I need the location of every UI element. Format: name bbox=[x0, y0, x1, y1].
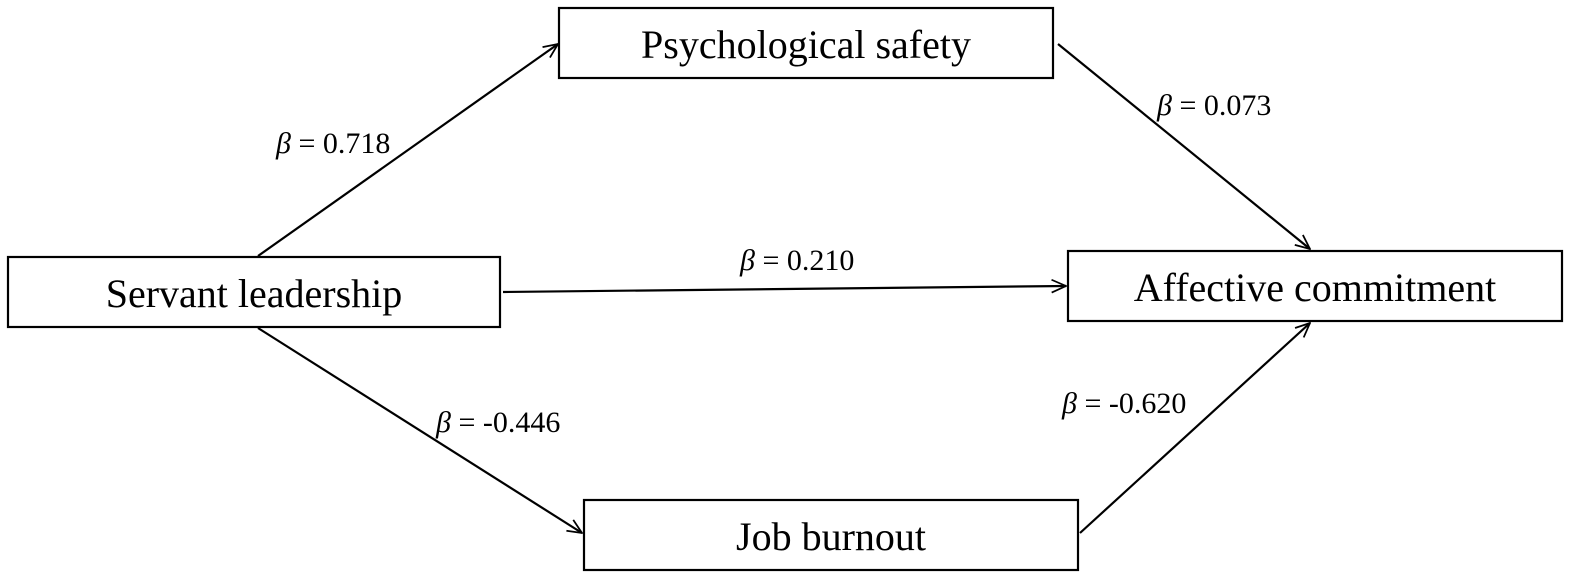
node-label: Job burnout bbox=[736, 514, 926, 559]
coef-servant-to-burnout: β = -0.446 bbox=[435, 406, 560, 439]
node-servant-leadership: Servant leadership bbox=[6, 255, 502, 329]
node-label: Servant leadership bbox=[106, 271, 403, 316]
edge-burnout-to-affective bbox=[1079, 323, 1310, 534]
coef-servant-to-affective: β = 0.210 bbox=[739, 244, 854, 277]
edge-servant-to-affective bbox=[502, 286, 1066, 292]
coef-psychological-to-affective: β = 0.073 bbox=[1156, 89, 1271, 122]
coef-servant-to-psychological: β = 0.718 bbox=[275, 127, 390, 160]
edge-servant-to-burnout bbox=[257, 327, 582, 533]
node-job-burnout: Job burnout bbox=[582, 498, 1080, 572]
edge-servant-to-psychological bbox=[257, 44, 558, 257]
node-label: Affective commitment bbox=[1134, 265, 1496, 310]
edge-psychological-to-affective bbox=[1057, 43, 1310, 249]
node-label: Psychological safety bbox=[641, 22, 971, 67]
node-psychological-safety: Psychological safety bbox=[557, 6, 1055, 80]
coef-burnout-to-affective: β = -0.620 bbox=[1061, 387, 1186, 420]
node-affective-commitment: Affective commitment bbox=[1066, 249, 1564, 323]
